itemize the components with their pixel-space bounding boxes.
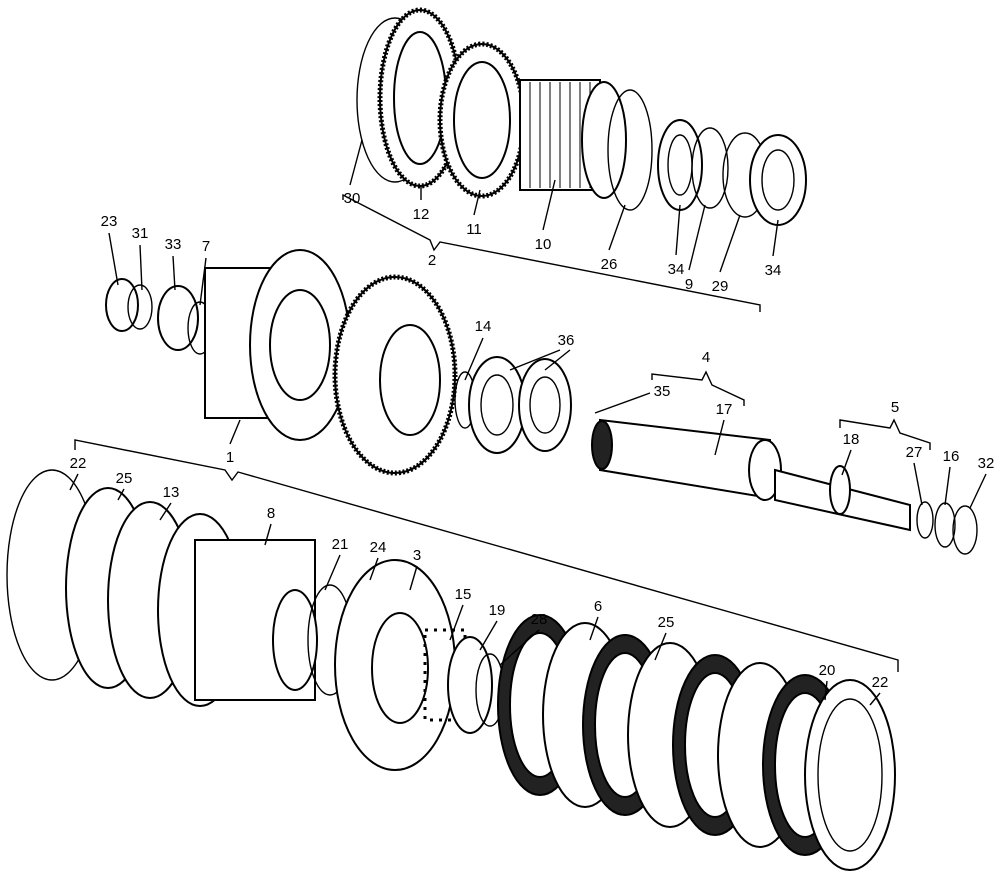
callout-13: 13	[163, 484, 180, 501]
callout-11: 11	[466, 221, 482, 238]
callout-labels: 30 12 11 10 26 34 9 29 34 2 23 31 33 7 1…	[70, 190, 995, 691]
callout-7: 7	[202, 238, 210, 255]
callout-20: 20	[819, 662, 836, 679]
callout-6: 6	[594, 598, 602, 615]
callout-24: 24	[370, 539, 387, 556]
callout-12: 12	[413, 206, 430, 223]
callout-34a: 34	[668, 261, 685, 278]
callout-30: 30	[344, 190, 361, 207]
callout-22a: 22	[70, 455, 87, 472]
group-braces	[74, 193, 931, 672]
callout-9: 9	[685, 276, 693, 293]
callout-3: 3	[413, 547, 421, 564]
callout-1: 1	[226, 449, 234, 466]
callout-22b: 22	[872, 674, 889, 691]
callout-25b: 25	[658, 614, 675, 631]
callout-23: 23	[101, 213, 118, 230]
callout-19: 19	[489, 602, 506, 619]
callout-2: 2	[428, 252, 436, 269]
shaft-assembly	[591, 418, 978, 555]
callout-8: 8	[267, 505, 275, 522]
callout-5: 5	[891, 399, 899, 416]
callout-26: 26	[601, 256, 618, 273]
callout-21: 21	[332, 536, 349, 553]
callout-16: 16	[943, 448, 960, 465]
callout-10: 10	[535, 236, 552, 253]
callout-15: 15	[455, 586, 472, 603]
callout-17: 17	[716, 401, 733, 418]
lower-clutch-pack	[6, 469, 896, 871]
middle-clutch-and-gear	[105, 249, 572, 476]
callout-28: 28	[531, 611, 548, 628]
callout-36: 36	[558, 332, 575, 349]
upper-gear-assembly	[356, 7, 807, 226]
callout-33: 33	[165, 236, 182, 253]
callout-32: 32	[978, 455, 995, 472]
callout-31: 31	[132, 225, 149, 242]
callout-14: 14	[475, 318, 492, 335]
callout-25a: 25	[116, 470, 133, 487]
leader-lines	[69, 139, 987, 706]
callout-27: 27	[906, 444, 923, 461]
callout-29: 29	[712, 278, 729, 295]
callout-4: 4	[702, 349, 710, 366]
callout-18: 18	[843, 431, 860, 448]
callout-35: 35	[654, 383, 671, 400]
callout-34b: 34	[765, 262, 782, 279]
